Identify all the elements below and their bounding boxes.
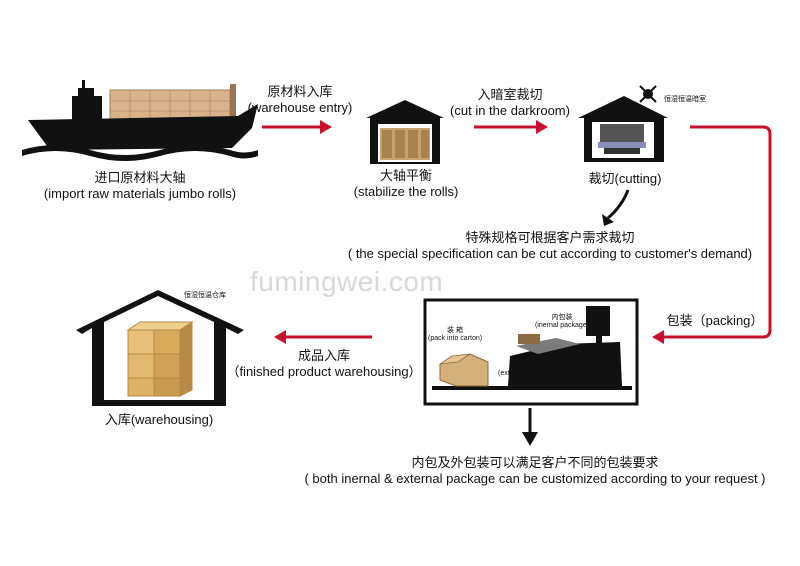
special-spec-en: ( the special specification can be cut a…	[347, 246, 753, 261]
import-zh: 进口原材料大轴	[94, 170, 186, 185]
customizable-en: ( both inernal & external package can be…	[304, 471, 766, 486]
internal-label: 内包装 (inernal package)	[530, 314, 594, 330]
customizable-label: 内包及外包装可以满足客户不同的包装要求 ( both inernal & ext…	[300, 455, 770, 487]
special-spec-label: 特殊规格可根据客户需求裁切 ( the special specificatio…	[340, 230, 760, 262]
arrow-to-darkroom	[474, 120, 548, 134]
arrow-to-finished	[274, 330, 372, 344]
cutting-label: 裁切(cutting)	[588, 171, 662, 186]
finished-zh: 成品入库	[297, 348, 350, 363]
internal-en: (inernal package)	[534, 322, 590, 329]
warehouse-rolls-icon	[366, 100, 444, 164]
packing-label: 包装（packing）	[666, 313, 764, 328]
no-light-icon	[639, 85, 657, 103]
customizable-zh: 内包及外包装可以满足客户不同的包装要求	[411, 455, 659, 470]
special-spec-arrow-icon	[602, 189, 630, 226]
darkroom-sign: 恒湿恒温暗室	[664, 96, 706, 103]
darkroom-cutting-icon	[578, 96, 668, 162]
carton-en: (pack into carton)	[428, 335, 483, 342]
arrow-to-packing	[652, 125, 772, 344]
import-en: (import raw materials jumbo rolls)	[43, 186, 237, 201]
finished-en: （finished product warehousing）	[226, 364, 422, 379]
cut-inner-label: 裁切cut	[611, 114, 635, 121]
packing-panel	[423, 298, 639, 406]
cargo-ship-icon	[22, 80, 258, 161]
external-label: 外包装 (external package)	[492, 362, 562, 378]
stabilize-zh: 大轴平衡	[379, 168, 432, 183]
warehouse-entry-label: 原材料入库 (warehouse entry)	[240, 84, 360, 116]
cut-darkroom-zh: 入暗室裁切	[477, 87, 543, 102]
warehousing-label: 入库(warehousing)	[104, 412, 214, 427]
carton-label: 装 箱 (pack into carton)	[428, 327, 482, 343]
cut-darkroom-label: 入暗室裁切 (cut in the darkroom)	[440, 87, 580, 119]
warehouse-entry-zh: 原材料入库	[267, 84, 333, 99]
finished-label: 成品入库 （finished product warehousing）	[224, 348, 424, 380]
down-arrow-icon	[522, 408, 538, 446]
watermark: fumingwei.com	[250, 266, 444, 297]
cut-darkroom-en: (cut in the darkroom)	[450, 103, 570, 118]
arrow-to-warehouse	[262, 120, 332, 134]
carton-zh: 装 箱	[447, 327, 463, 334]
import-label: 进口原材料大轴 (import raw materials jumbo roll…	[20, 170, 260, 202]
stabilize-label: 大轴平衡 (stabilize the rolls)	[336, 168, 476, 200]
external-en: (external package)	[498, 370, 556, 377]
finished-warehouse-sign: 恒湿恒温仓库	[184, 292, 226, 299]
internal-zh: 内包装	[551, 314, 573, 321]
external-zh: 外包装	[516, 362, 538, 369]
finished-warehouse-icon	[76, 290, 244, 406]
warehouse-sign: 恒湿恒温仓库	[384, 116, 426, 123]
special-spec-zh: 特殊规格可根据客户需求裁切	[465, 230, 635, 245]
stabilize-en: (stabilize the rolls)	[353, 184, 459, 199]
warehouse-entry-en: (warehouse entry)	[247, 100, 353, 115]
